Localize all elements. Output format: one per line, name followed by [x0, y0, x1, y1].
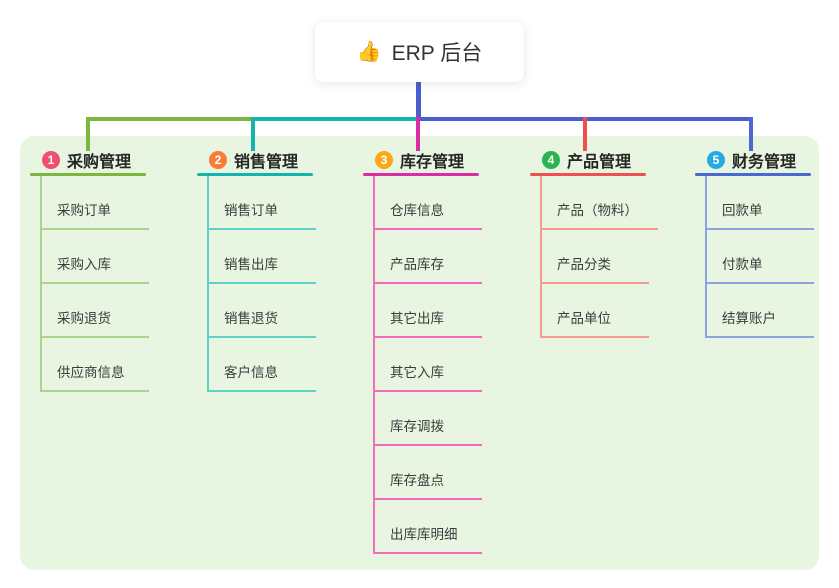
node-item[interactable]: 库存调拨: [373, 392, 513, 446]
node-item[interactable]: 供应商信息: [40, 338, 180, 392]
node-item-label: 库存调拨: [373, 415, 482, 446]
branch-vertical-line: [705, 176, 707, 338]
node-item-label: 供应商信息: [40, 361, 149, 392]
branch-title: 财务管理: [732, 154, 797, 171]
node-item-label: 销售订单: [207, 199, 316, 230]
branch-purchase: 1 采购管理 采购订单 采购入库 采购退货 供应商信息: [30, 147, 180, 392]
branch-sales: 2 销售管理 销售订单 销售出库 销售退货 客户信息: [197, 147, 347, 392]
branch-finance-header[interactable]: 5 财务管理: [695, 147, 839, 173]
node-item-label: 产品单位: [540, 307, 649, 338]
connector-stub-inventory: [416, 117, 420, 151]
branch-number-badge: 3: [375, 151, 393, 169]
branch-underline: [530, 173, 646, 176]
node-item-label: 产品分类: [540, 253, 649, 284]
branches-panel: [20, 136, 819, 570]
branch-purchase-header[interactable]: 1 采购管理: [30, 147, 180, 173]
branch-items: 回款单 付款单 结算账户: [695, 176, 839, 338]
node-item[interactable]: 销售退货: [207, 284, 347, 338]
branch-underline: [197, 173, 313, 176]
node-item-label: 出库库明细: [373, 523, 482, 554]
branch-items: 仓库信息 产品库存 其它出库 其它入库 库存调拨 库存盘点 出库库明细: [363, 176, 513, 554]
node-item[interactable]: 客户信息: [207, 338, 347, 392]
node-item[interactable]: 销售出库: [207, 230, 347, 284]
node-item-label: 产品库存: [373, 253, 482, 284]
node-item-label: 销售出库: [207, 253, 316, 284]
node-item[interactable]: 付款单: [705, 230, 839, 284]
node-item[interactable]: 库存盘点: [373, 446, 513, 500]
node-item[interactable]: 回款单: [705, 176, 839, 230]
node-item[interactable]: 出库库明细: [373, 500, 513, 554]
connector-stub-purchase: [86, 117, 90, 151]
branch-underline: [363, 173, 479, 176]
connector-horizontal-left-green: [86, 117, 253, 121]
node-item-label: 结算账户: [705, 307, 814, 338]
node-item-label: 产品（物料）: [540, 199, 658, 230]
node-item[interactable]: 产品单位: [540, 284, 680, 338]
branch-number-badge: 4: [542, 151, 560, 169]
branch-inventory-header[interactable]: 3 库存管理: [363, 147, 513, 173]
connector-stub-product: [583, 117, 587, 151]
node-item-label: 其它入库: [373, 361, 482, 392]
branch-sales-header[interactable]: 2 销售管理: [197, 147, 347, 173]
node-item-label: 其它出库: [373, 307, 482, 338]
node-item[interactable]: 采购入库: [40, 230, 180, 284]
node-item[interactable]: 产品（物料）: [540, 176, 680, 230]
node-item[interactable]: 其它出库: [373, 284, 513, 338]
branch-underline: [30, 173, 146, 176]
node-item[interactable]: 采购订单: [40, 176, 180, 230]
branch-title: 产品管理: [567, 154, 632, 171]
node-item[interactable]: 采购退货: [40, 284, 180, 338]
branch-number-badge: 1: [42, 151, 60, 169]
node-item[interactable]: 其它入库: [373, 338, 513, 392]
node-item[interactable]: 结算账户: [705, 284, 839, 338]
branch-title: 销售管理: [234, 154, 299, 171]
branch-inventory: 3 库存管理 仓库信息 产品库存 其它出库 其它入库 库存调拨 库存盘点 出库库…: [363, 147, 513, 554]
branch-items: 销售订单 销售出库 销售退货 客户信息: [197, 176, 347, 392]
branch-title: 库存管理: [400, 154, 465, 171]
branch-number-badge: 2: [209, 151, 227, 169]
node-item-label: 采购入库: [40, 253, 149, 284]
node-item-label: 采购退货: [40, 307, 149, 338]
node-item-label: 客户信息: [207, 361, 316, 392]
branch-finance: 5 财务管理 回款单 付款单 结算账户: [695, 147, 839, 338]
connector-root-stem: [416, 82, 421, 121]
branch-items: 产品（物料） 产品分类 产品单位: [530, 176, 680, 338]
branch-product-header[interactable]: 4 产品管理: [530, 147, 680, 173]
branch-items: 采购订单 采购入库 采购退货 供应商信息: [30, 176, 180, 392]
connector-stub-finance: [749, 117, 753, 151]
node-item-label: 库存盘点: [373, 469, 482, 500]
connector-horizontal-mid-teal: [253, 117, 418, 121]
branch-vertical-line: [40, 176, 42, 392]
branch-number-badge: 5: [707, 151, 725, 169]
node-item-label: 采购订单: [40, 199, 149, 230]
node-item[interactable]: 销售订单: [207, 176, 347, 230]
root-node[interactable]: 👍 ERP 后台: [315, 22, 524, 82]
branch-vertical-line: [540, 176, 542, 338]
node-item[interactable]: 仓库信息: [373, 176, 513, 230]
node-item[interactable]: 产品库存: [373, 230, 513, 284]
thumbs-up-icon: 👍: [356, 41, 382, 63]
node-item-label: 销售退货: [207, 307, 316, 338]
connector-stub-sales: [251, 117, 255, 151]
branch-underline: [695, 173, 811, 176]
node-item[interactable]: 产品分类: [540, 230, 680, 284]
branch-product: 4 产品管理 产品（物料） 产品分类 产品单位: [530, 147, 680, 338]
node-item-label: 付款单: [705, 253, 814, 284]
branch-vertical-line: [207, 176, 209, 392]
root-label: ERP 后台: [391, 42, 483, 65]
branch-title: 采购管理: [67, 154, 132, 171]
node-item-label: 仓库信息: [373, 199, 482, 230]
branch-vertical-line: [373, 176, 375, 554]
node-item-label: 回款单: [705, 199, 814, 230]
